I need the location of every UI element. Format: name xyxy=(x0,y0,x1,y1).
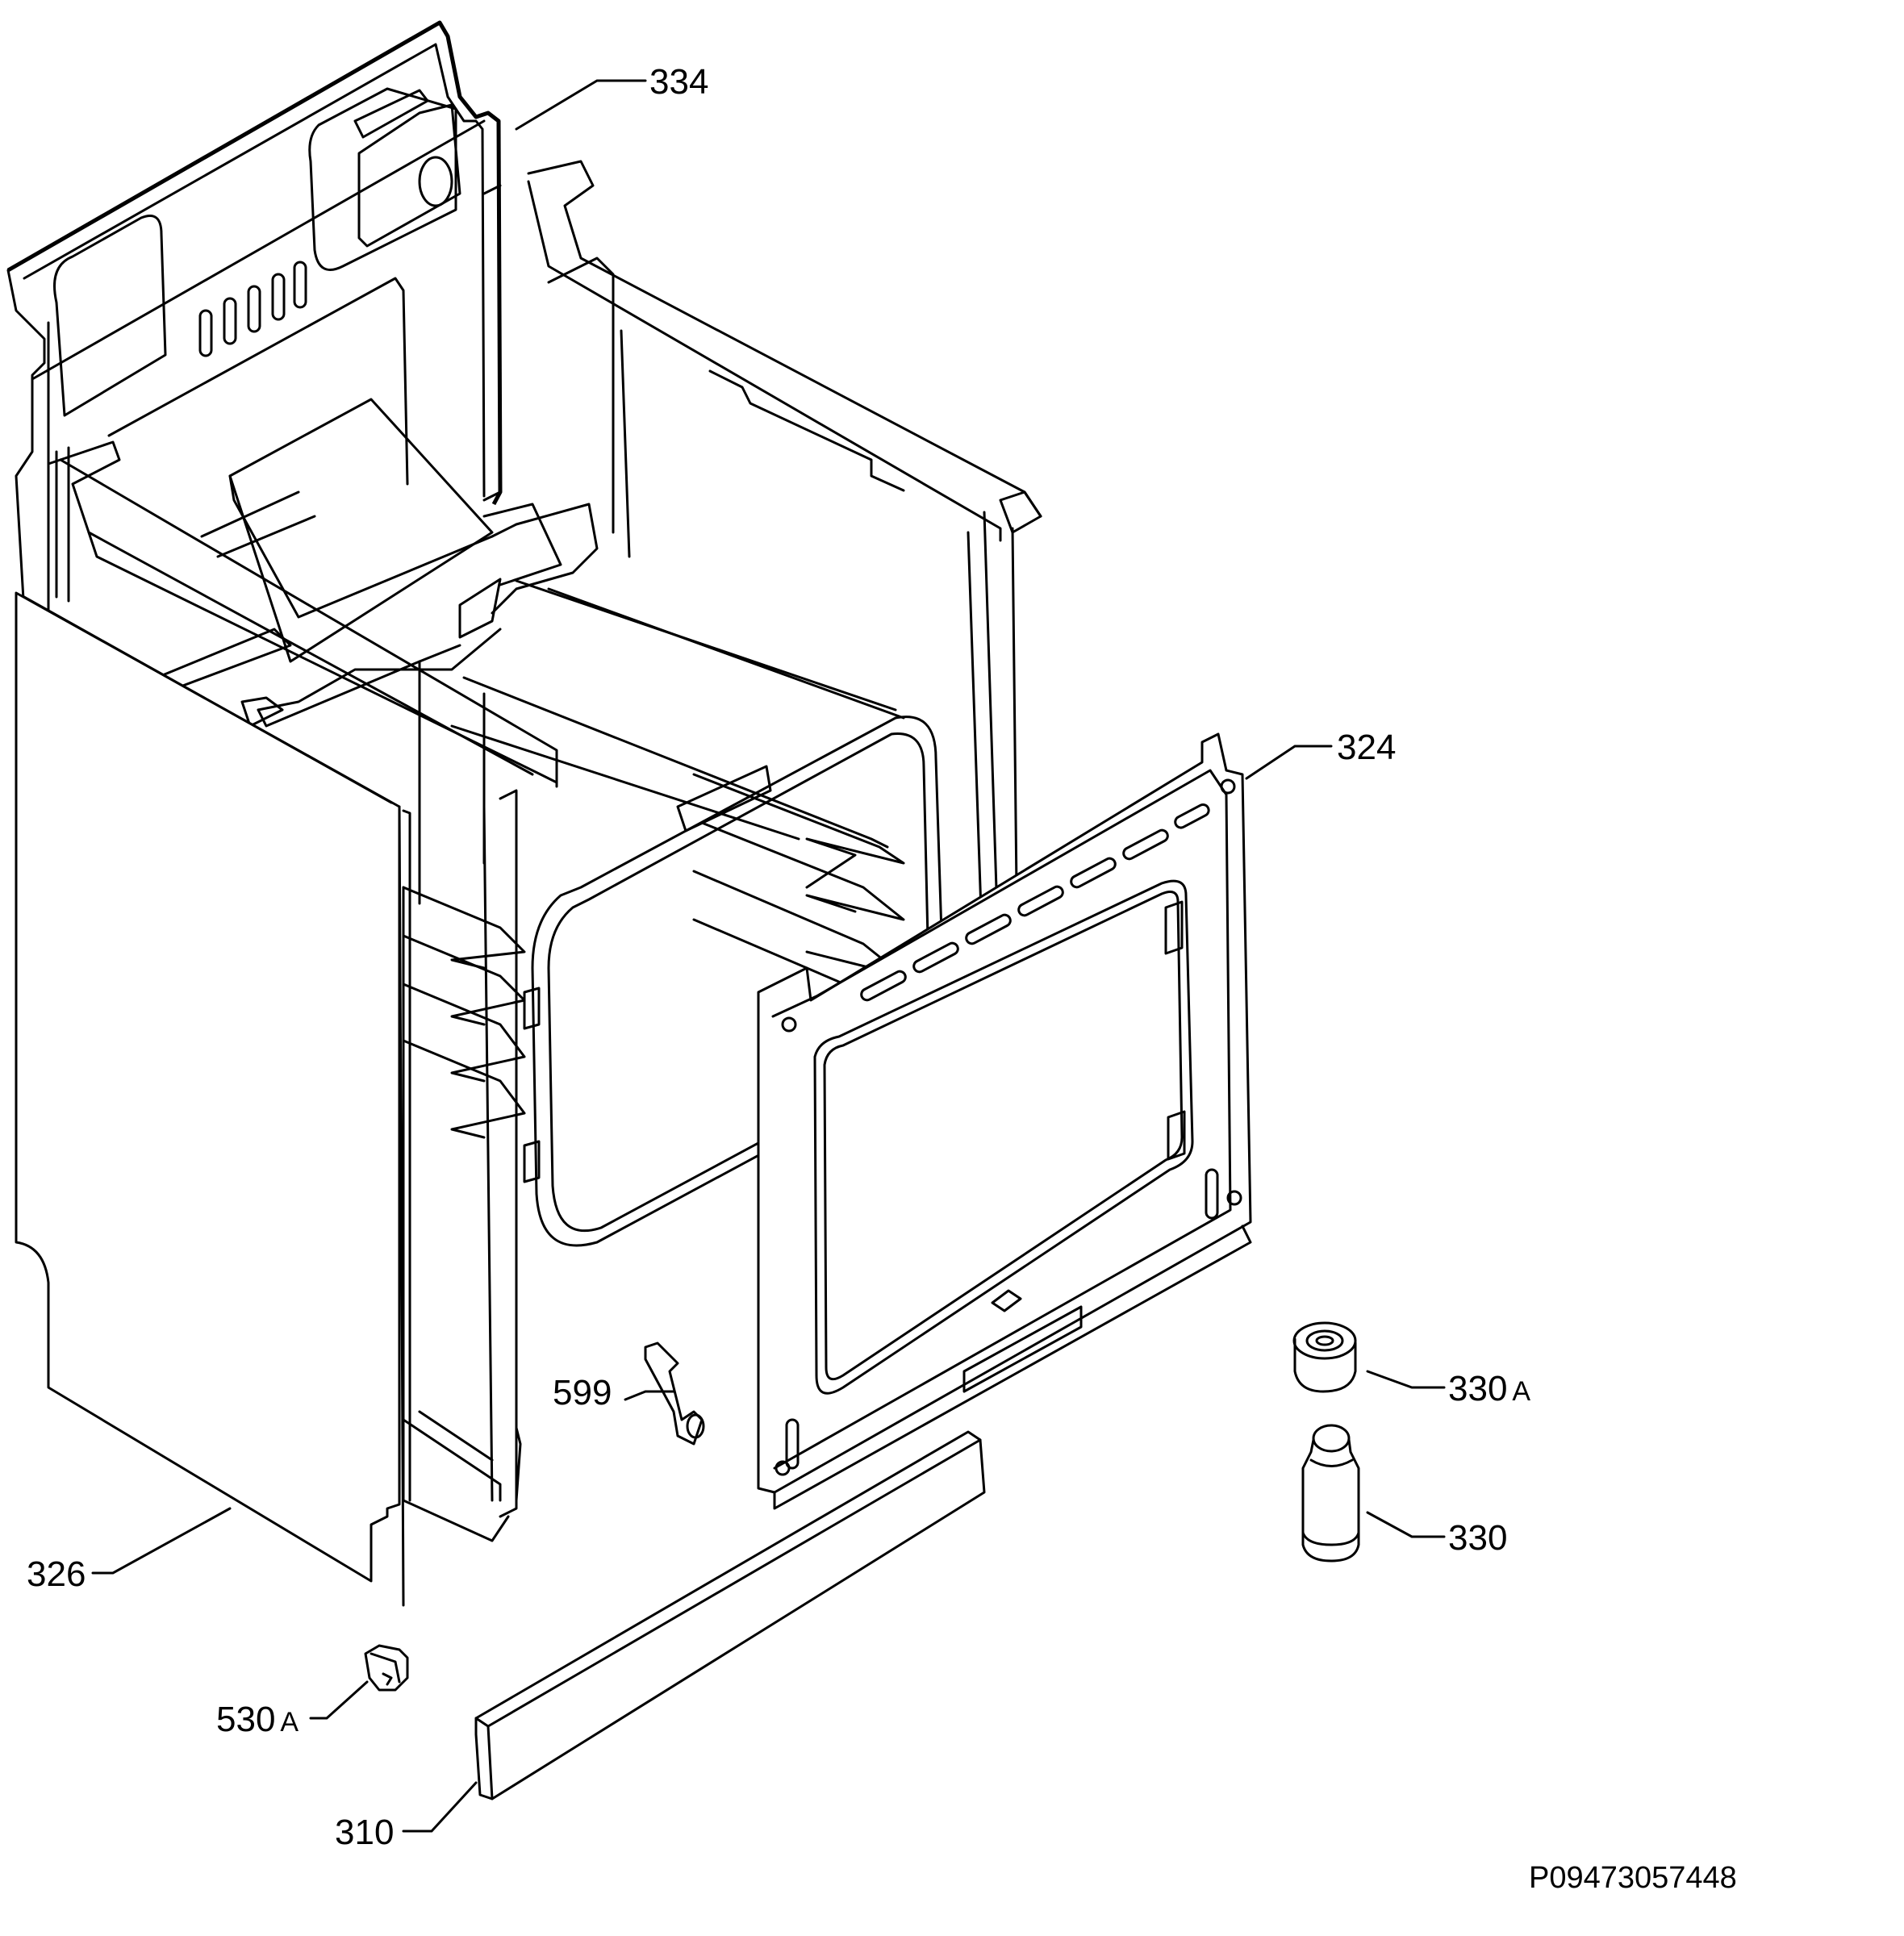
leader-310 xyxy=(402,1781,478,1833)
label-310: 310 xyxy=(335,1813,394,1852)
label-530a-suffix: A xyxy=(280,1707,299,1738)
part-334-back-frame xyxy=(6,20,503,615)
part-599-bracket xyxy=(644,1341,705,1446)
part-330a-foot-cap xyxy=(1292,1321,1357,1393)
part-326-side-panel xyxy=(15,591,411,1607)
door-gasket xyxy=(523,716,946,1247)
label-599: 599 xyxy=(553,1373,612,1412)
leader-324 xyxy=(1245,745,1333,780)
leader-326 xyxy=(91,1507,232,1575)
label-530a-number: 530 xyxy=(216,1700,275,1739)
label-330a-number: 330 xyxy=(1448,1369,1507,1408)
label-334: 334 xyxy=(649,62,708,102)
part-324-door-frame xyxy=(757,732,1252,1510)
label-324: 324 xyxy=(1337,728,1396,767)
part-330-foot xyxy=(1301,1424,1360,1563)
leader-330 xyxy=(1366,1511,1446,1538)
label-330a-suffix: A xyxy=(1512,1376,1530,1407)
label-330: 330 xyxy=(1448,1518,1507,1558)
part-530a-clip xyxy=(364,1644,409,1692)
part-310-kick-plate xyxy=(474,1430,986,1800)
label-326: 326 xyxy=(27,1554,86,1594)
leader-599 xyxy=(624,1390,675,1401)
leader-334 xyxy=(515,79,647,131)
leader-lines xyxy=(91,79,1446,1833)
leader-530a xyxy=(309,1680,369,1720)
document-id: P09473057448 xyxy=(1529,1861,1737,1895)
side-frame-rail xyxy=(402,1374,510,1542)
leader-330a xyxy=(1366,1370,1446,1389)
